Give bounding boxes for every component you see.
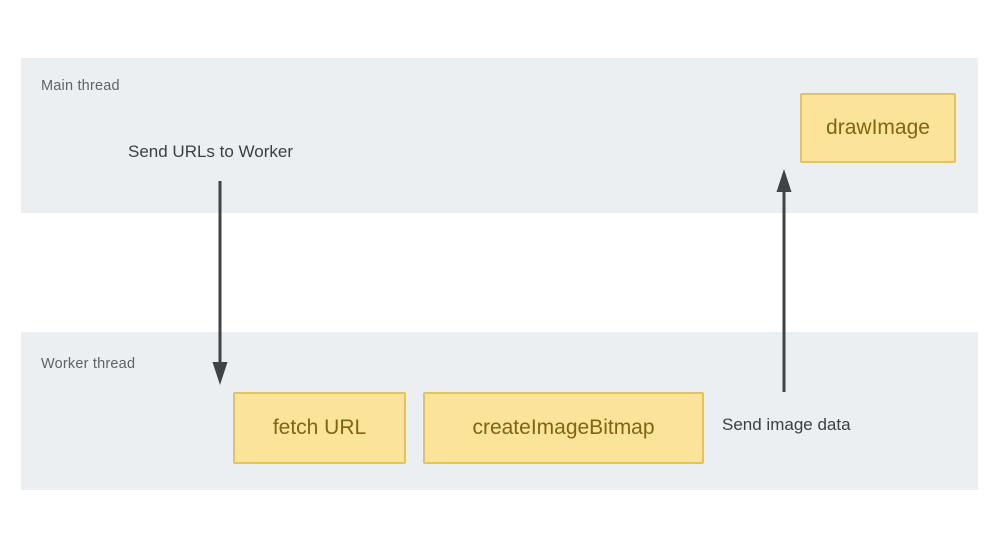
drawimage-box: drawImage	[800, 93, 956, 163]
send-urls-message: Send URLs to Worker	[128, 142, 294, 161]
createimagebitmap-box: createImageBitmap	[423, 392, 704, 464]
worker-thread-label: Worker thread	[41, 356, 136, 372]
main-thread-label: Main thread	[41, 78, 120, 94]
send-image-data-message: Send image data	[722, 415, 851, 434]
fetch-url-box: fetch URL	[233, 392, 406, 464]
